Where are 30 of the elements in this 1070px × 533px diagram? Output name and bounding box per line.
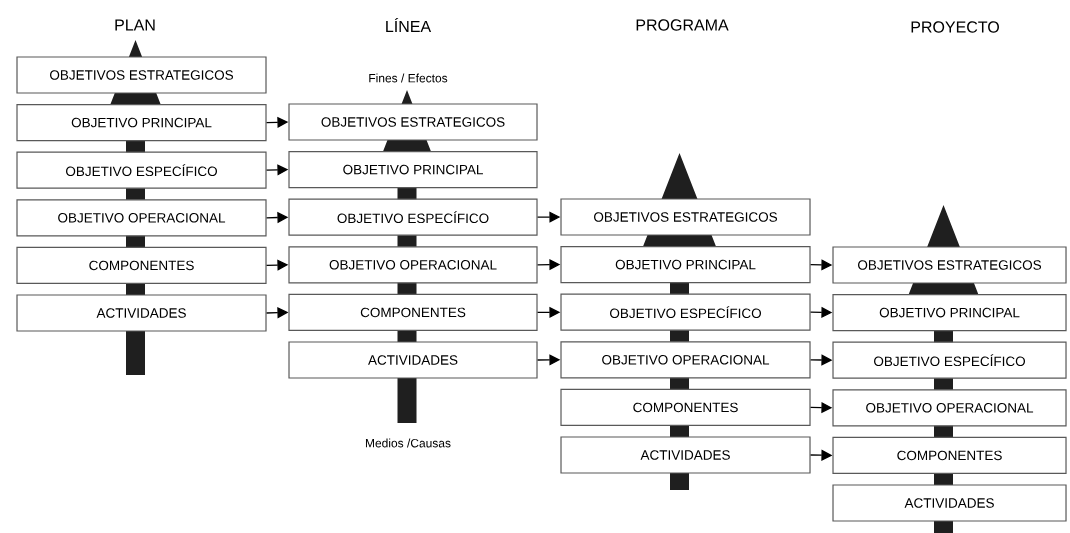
process-box: OBJETIVO OPERACIONAL — [832, 389, 1067, 427]
process-box: OBJETIVO ESPECÍFICO — [832, 341, 1067, 379]
process-box: OBJETIVO OPERACIONAL — [560, 341, 811, 379]
process-box: COMPONENTES — [832, 436, 1067, 474]
process-box: OBJETIVOS ESTRATEGICOS — [560, 198, 811, 236]
process-box: ACTIVIDADES — [832, 484, 1067, 522]
process-box: OBJETIVOS ESTRATEGICOS — [288, 103, 538, 141]
process-box: OBJETIVOS ESTRATEGICOS — [16, 56, 267, 94]
process-box: COMPONENTES — [16, 246, 267, 284]
process-box: OBJETIVO ESPECÍFICO — [16, 151, 267, 189]
column-heading: PLAN — [115, 19, 155, 31]
process-box: OBJETIVO ESPECÍFICO — [560, 293, 811, 331]
process-box: ACTIVIDADES — [16, 294, 267, 332]
process-box: OBJETIVO OPERACIONAL — [16, 199, 267, 237]
process-box: OBJETIVO PRINCIPAL — [832, 294, 1067, 332]
column-heading: PROGRAMA — [636, 19, 729, 31]
process-box: OBJETIVO PRINCIPAL — [16, 104, 267, 142]
process-box: COMPONENTES — [560, 388, 811, 426]
process-box: COMPONENTES — [288, 293, 538, 331]
column-heading: PROYECTO — [911, 21, 999, 33]
column-heading: LÍNEA — [386, 18, 432, 32]
process-box: ACTIVIDADES — [560, 436, 811, 474]
end-label: Fines / Efectos — [369, 73, 448, 83]
process-box: OBJETIVO ESPECÍFICO — [288, 198, 538, 236]
process-box: OBJETIVO PRINCIPAL — [288, 151, 538, 189]
process-box: ACTIVIDADES — [288, 341, 538, 379]
end-label: Medios /Causas — [366, 438, 451, 448]
process-box: OBJETIVO PRINCIPAL — [560, 246, 811, 284]
process-box: OBJETIVO OPERACIONAL — [288, 246, 538, 284]
process-box: OBJETIVOS ESTRATEGICOS — [832, 246, 1067, 284]
